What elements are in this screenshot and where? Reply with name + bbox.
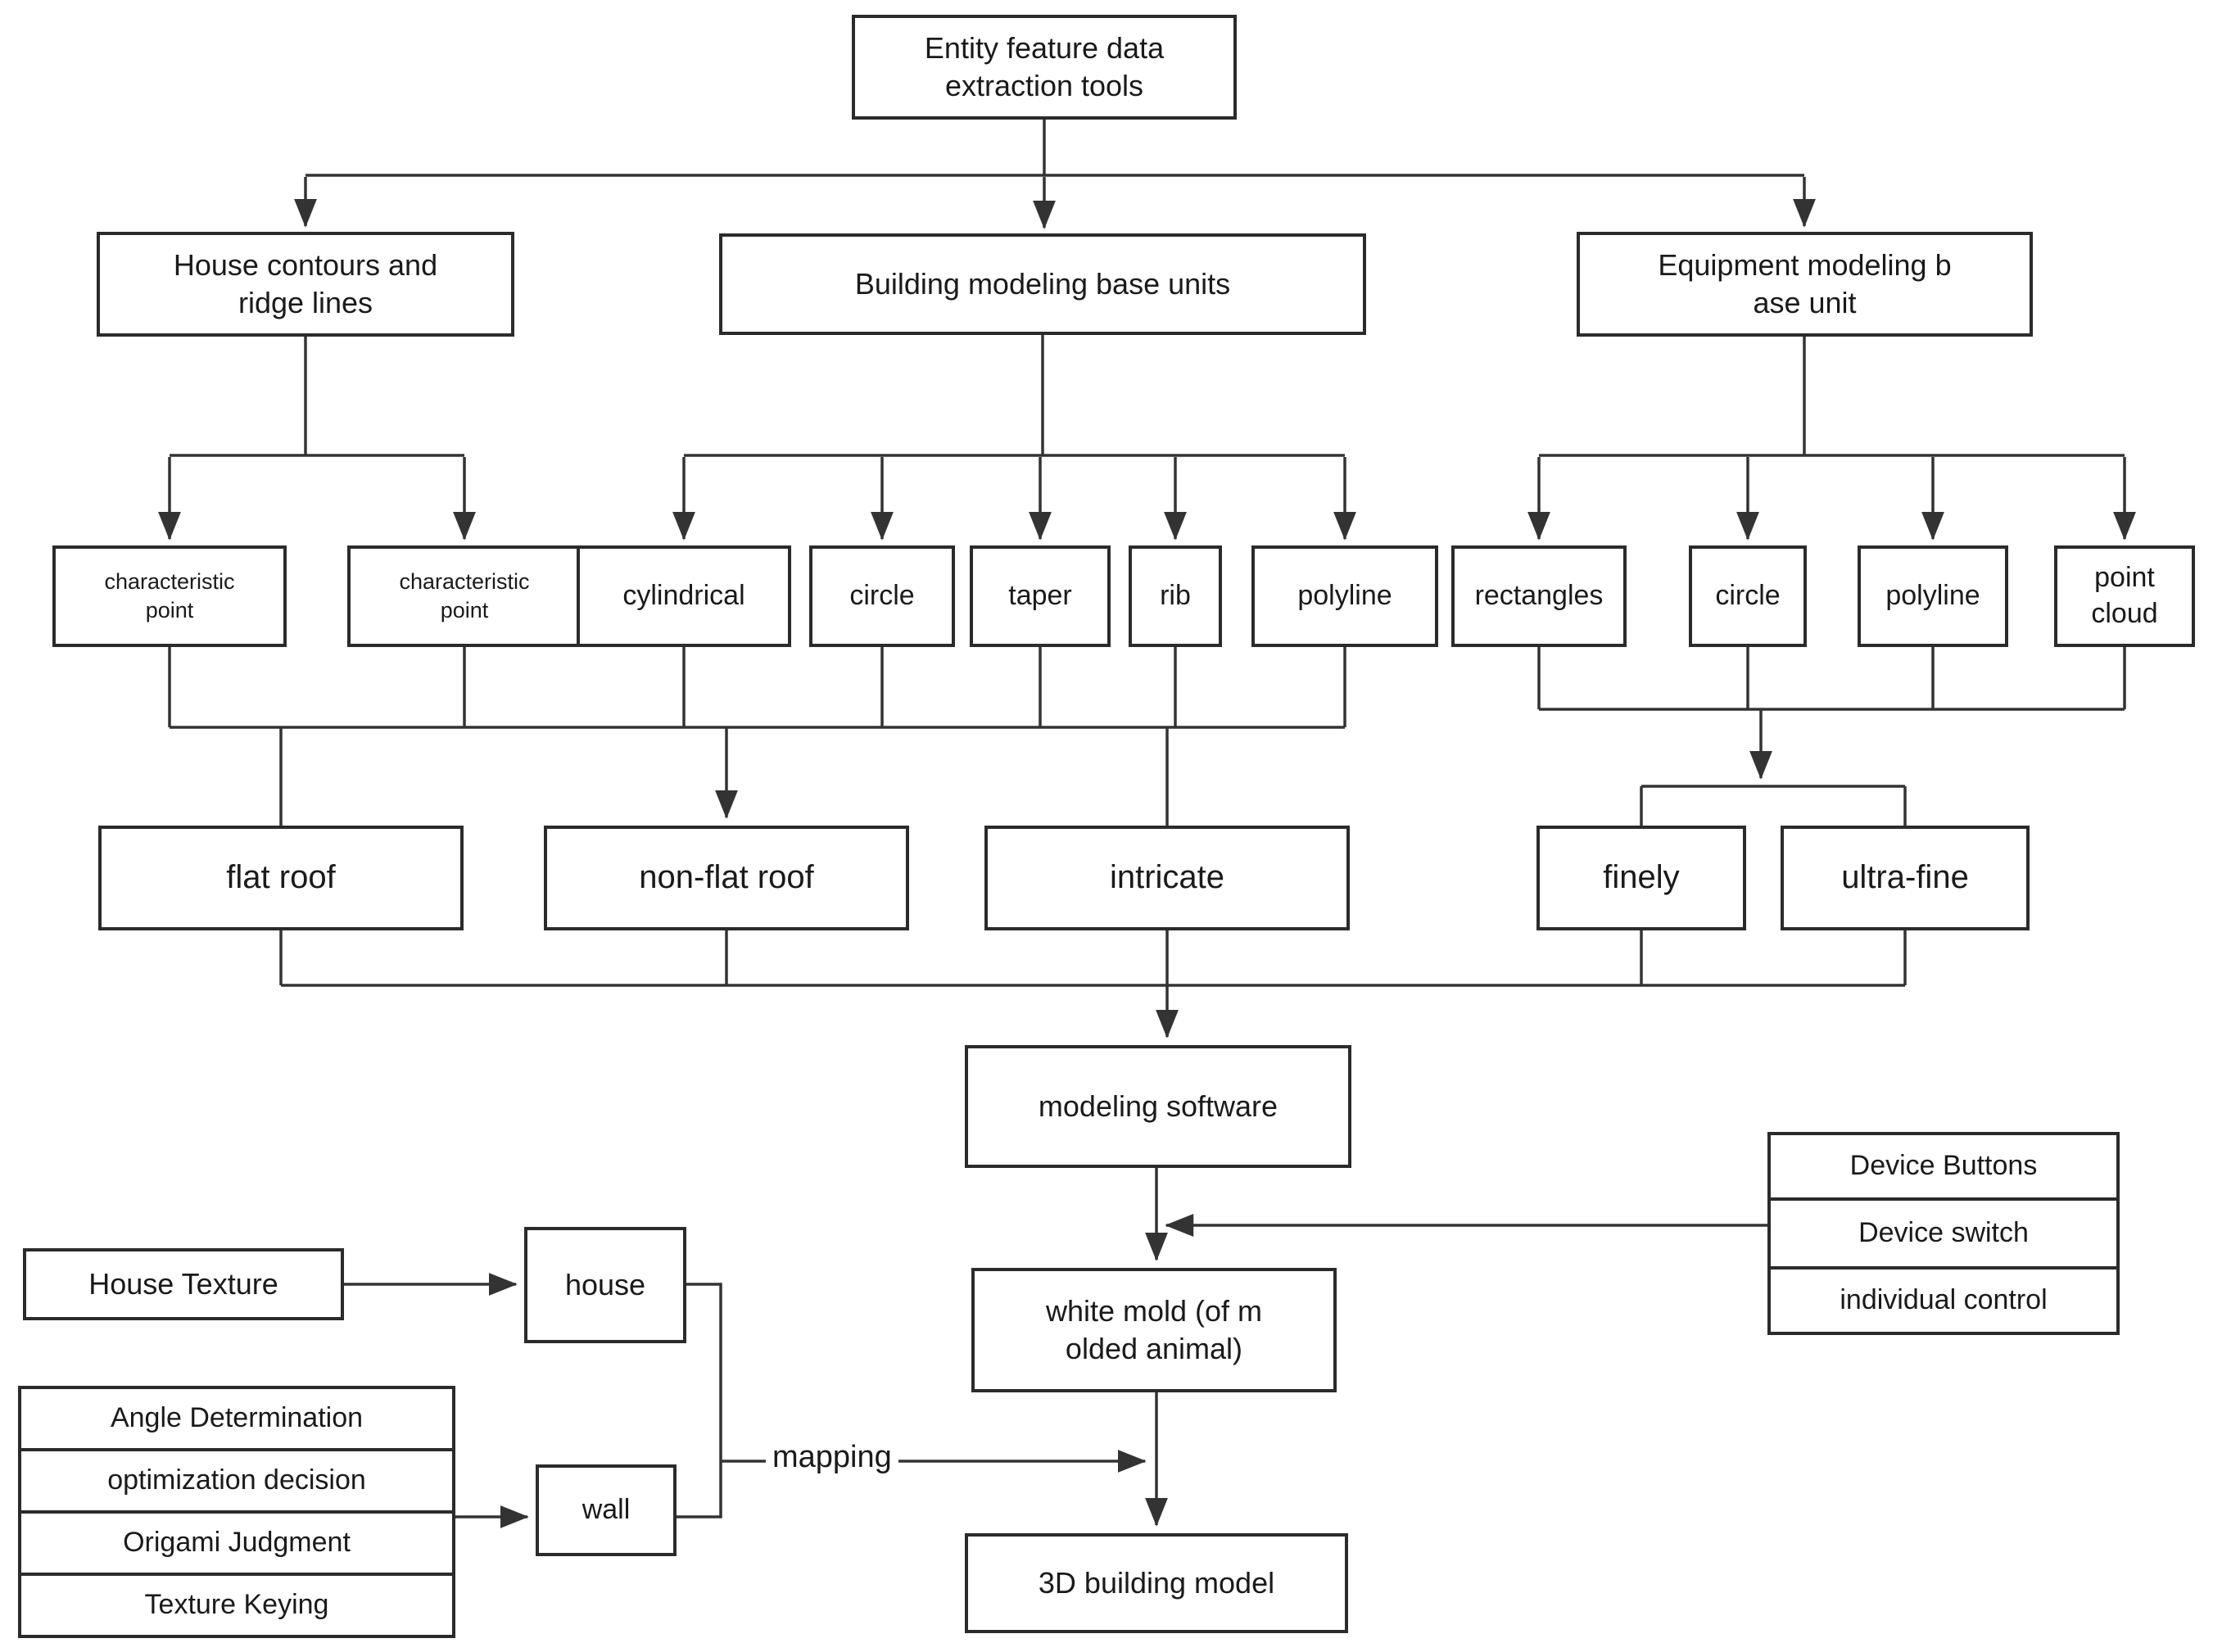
node-equipment-modeling-base-unit: Equipment modeling b ase unit bbox=[1577, 232, 2033, 337]
node-non-flat-roof: non-flat roof bbox=[544, 826, 909, 930]
node-cylindrical: cylindrical bbox=[577, 545, 791, 647]
node-device-buttons: Device Buttons bbox=[1767, 1132, 2120, 1201]
connector-plain-lines bbox=[168, 120, 2126, 1518]
node-rectangles: rectangles bbox=[1451, 545, 1627, 647]
node-white-mold: white mold (of m olded animal) bbox=[971, 1268, 1337, 1392]
mapping-edge-label: mapping bbox=[766, 1440, 898, 1475]
node-circle-equipment: circle bbox=[1689, 545, 1807, 647]
node-intricate: intricate bbox=[984, 826, 1350, 930]
node-individual-control: individual control bbox=[1767, 1266, 2120, 1335]
node-wall: wall bbox=[536, 1464, 677, 1556]
node-point-cloud: point cloud bbox=[2054, 545, 2195, 647]
node-flat-roof: flat roof bbox=[98, 826, 464, 930]
node-circle-building: circle bbox=[809, 545, 955, 647]
node-characteristic-point-1: characteristic point bbox=[52, 545, 287, 647]
node-finely: finely bbox=[1536, 826, 1746, 930]
node-house-texture: House Texture bbox=[23, 1248, 344, 1320]
device-control-stack: Device Buttons Device switch individual … bbox=[1767, 1132, 2120, 1335]
node-house: house bbox=[524, 1227, 686, 1343]
node-building-modeling-base-units: Building modeling base units bbox=[719, 233, 1366, 335]
node-polyline-equipment: polyline bbox=[1858, 545, 2008, 647]
node-optimization-decision: optimization decision bbox=[18, 1448, 455, 1514]
texture-decision-stack: Angle Determination optimization decisio… bbox=[18, 1386, 455, 1638]
node-ultra-fine: ultra-fine bbox=[1781, 826, 2030, 930]
node-origami-judgment: Origami Judgment bbox=[18, 1510, 455, 1576]
node-house-contours-ridge-lines: House contours and ridge lines bbox=[97, 232, 514, 337]
node-entity-feature-extraction-tools: Entity feature data extraction tools bbox=[852, 15, 1237, 120]
node-characteristic-point-2: characteristic point bbox=[347, 545, 582, 647]
node-angle-determination: Angle Determination bbox=[18, 1386, 455, 1451]
node-rib: rib bbox=[1129, 545, 1222, 647]
node-taper: taper bbox=[970, 545, 1111, 647]
node-3d-building-model: 3D building model bbox=[965, 1533, 1348, 1633]
node-polyline-building: polyline bbox=[1251, 545, 1438, 647]
node-device-switch: Device switch bbox=[1767, 1197, 2120, 1270]
node-modeling-software: modeling software bbox=[965, 1045, 1351, 1168]
node-texture-keying: Texture Keying bbox=[18, 1573, 455, 1638]
